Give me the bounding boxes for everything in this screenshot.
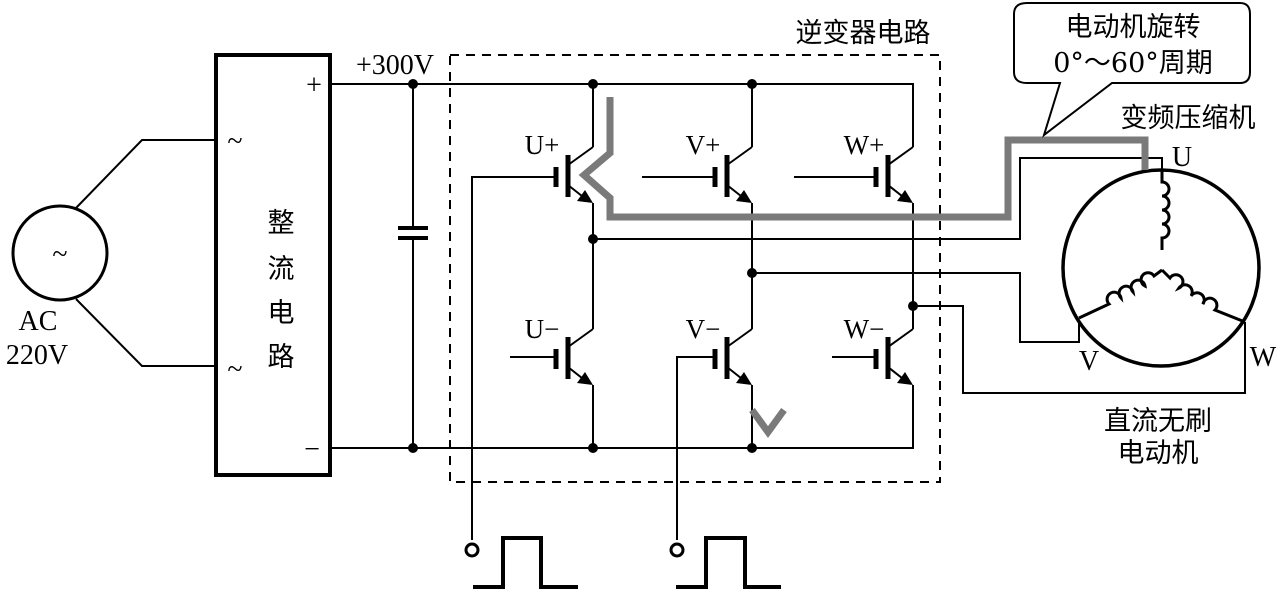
filter-capacitor	[398, 84, 428, 448]
rectifier-label-3: 电	[268, 298, 295, 329]
callout-line2: 0°～60°周期	[1053, 48, 1213, 79]
phase-w-wire	[913, 305, 1246, 394]
motor-label-line2: 电动机	[1118, 438, 1199, 469]
dc-bus-voltage: +300V	[356, 50, 434, 81]
ac-source-circle	[11, 204, 109, 302]
label-u-plus: U+	[525, 130, 560, 160]
emitter-arrow-icon	[736, 190, 752, 203]
winding-u	[1160, 170, 1171, 250]
phase-v-wire	[752, 272, 1080, 343]
igbt-v-minus	[712, 328, 753, 385]
gate-drive-wires	[464, 176, 875, 589]
callout-bubble	[1013, 1, 1251, 138]
motor-housing	[1061, 168, 1261, 368]
motor-label-line1: 直流无刷	[1104, 406, 1212, 437]
igbt-u-minus	[553, 328, 594, 385]
ac-wire-bottom	[75, 298, 215, 367]
current-path-upper	[578, 97, 1149, 221]
label-v-plus: V+	[686, 130, 721, 160]
rectifier-ac-in-top: ~	[227, 126, 242, 157]
label-w-plus: W+	[844, 130, 885, 160]
rectifier-label-4: 路	[268, 342, 295, 373]
ac-voltage-label: 220V	[6, 340, 68, 371]
igbt-switches	[553, 146, 914, 385]
inverter-boundary	[449, 54, 941, 483]
igbt-v-plus	[712, 146, 753, 203]
rectifier-ac-in-bottom: ~	[227, 354, 242, 385]
inverter-title: 逆变器电路	[796, 18, 931, 49]
phase-w-label: W	[1250, 342, 1277, 373]
junction-dot	[588, 79, 598, 89]
gate-terminal-v	[669, 542, 685, 558]
motor-phase-wires	[593, 157, 1246, 394]
phase-v-label: V	[1079, 346, 1099, 377]
rectifier-box	[214, 53, 332, 477]
rotation-callout: 电动机旋转 0°～60°周期	[1013, 1, 1251, 138]
label-u-minus: U−	[525, 314, 560, 344]
pulse-waveform-v	[676, 536, 781, 589]
label-w-minus: W−	[844, 314, 885, 344]
winding-v	[1078, 268, 1163, 320]
emitter-arrow-icon	[897, 190, 913, 203]
compressor-label: 变频压缩机	[1121, 103, 1256, 134]
igbt-w-plus	[873, 146, 914, 203]
junction-dot	[747, 79, 757, 89]
rectifier-plus: +	[306, 70, 322, 101]
inverter-legs	[588, 79, 918, 453]
ac-label: AC	[19, 306, 58, 337]
callout-line1: 电动机旋转	[1066, 12, 1201, 43]
emitter-arrow-icon	[897, 372, 913, 385]
current-flow-path	[578, 97, 1149, 438]
emitter-arrow-icon	[736, 372, 752, 385]
ac-symbol: ~	[52, 239, 67, 270]
phase-u-wire	[593, 157, 1163, 240]
current-arrow-head	[749, 407, 787, 438]
pulse-waveform-u	[473, 536, 578, 589]
igbt-u-plus	[553, 146, 594, 203]
emitter-arrow-icon	[577, 372, 593, 385]
dc-bus: +300V	[330, 50, 913, 453]
label-v-minus: V−	[686, 314, 721, 344]
winding-w	[1160, 268, 1246, 324]
junction-dot	[747, 443, 757, 453]
rectifier-minus: −	[304, 434, 320, 465]
phase-u-label: U	[1172, 142, 1192, 173]
rectifier-block: ~ ~ + − 整 流 电 路	[214, 53, 332, 477]
bldc-motor: U V W 直流无刷 电动机	[1061, 142, 1277, 469]
emitter-arrow-icon	[577, 190, 593, 203]
rectifier-label-1: 整	[268, 208, 295, 239]
ac-wire-top	[75, 139, 215, 209]
gate-terminal-u	[464, 542, 480, 558]
ac-source: ~ AC 220V	[6, 139, 215, 371]
junction-dot	[588, 443, 598, 453]
rectifier-label-2: 流	[268, 254, 295, 285]
igbt-w-minus	[873, 328, 914, 385]
